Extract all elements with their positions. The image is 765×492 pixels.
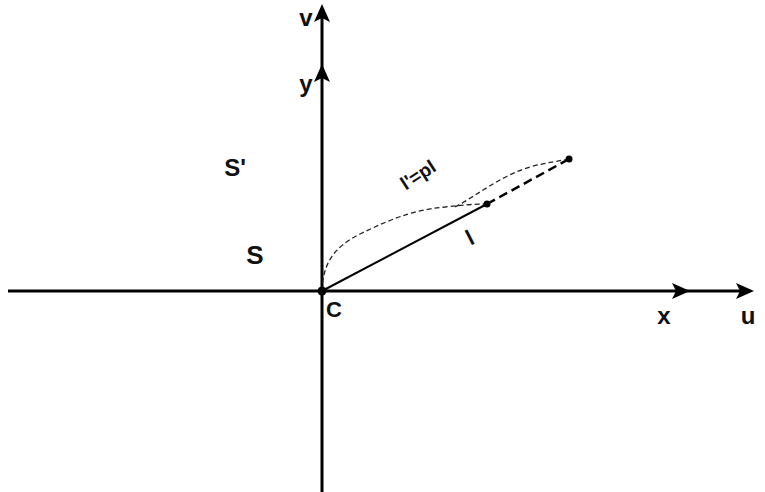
axis-label: x (657, 304, 670, 328)
dashed-curve (455, 159, 569, 207)
center-point (318, 287, 327, 296)
inner-region: S (155, 160, 530, 382)
vertical-axis (321, 14, 324, 492)
inner-region-shape (155, 160, 530, 382)
contour-line (134, 141, 565, 404)
contour-line (110, 118, 598, 426)
contour-line (79, 87, 643, 456)
contour-line (126, 133, 576, 411)
region-outline (67, 76, 660, 468)
region-label: S (246, 242, 263, 268)
outer-region-shape (55, 65, 670, 477)
contour-line (71, 80, 654, 465)
contour-line (103, 110, 610, 434)
y-arrowhead (314, 64, 330, 82)
contour-line (95, 103, 621, 442)
region-fill (165, 171, 521, 373)
axis-label: u (741, 304, 756, 328)
contour-line (118, 126, 587, 419)
contour-line (157, 164, 531, 381)
dashed-curve (322, 204, 487, 291)
length-label: l'=pl (397, 157, 439, 194)
contour-line (87, 95, 632, 449)
boundary-point (566, 156, 573, 163)
x-arrowhead (672, 283, 690, 299)
radius-extension (487, 159, 569, 204)
v-arrowhead (314, 4, 330, 22)
axis-label: y (299, 72, 312, 96)
contour-line (149, 156, 542, 388)
boundary-point (484, 201, 491, 208)
u-arrowhead (736, 283, 754, 299)
radius-line (322, 204, 487, 291)
axis-label: v (299, 6, 312, 30)
region-fill (67, 76, 660, 468)
origin-label: C (326, 299, 342, 321)
contour-line (142, 149, 554, 396)
region-label: S' (224, 156, 246, 180)
region-outline (165, 171, 521, 373)
length-label: l (462, 227, 477, 249)
horizontal-axis (8, 290, 744, 293)
outer-region: S' S (55, 65, 670, 477)
